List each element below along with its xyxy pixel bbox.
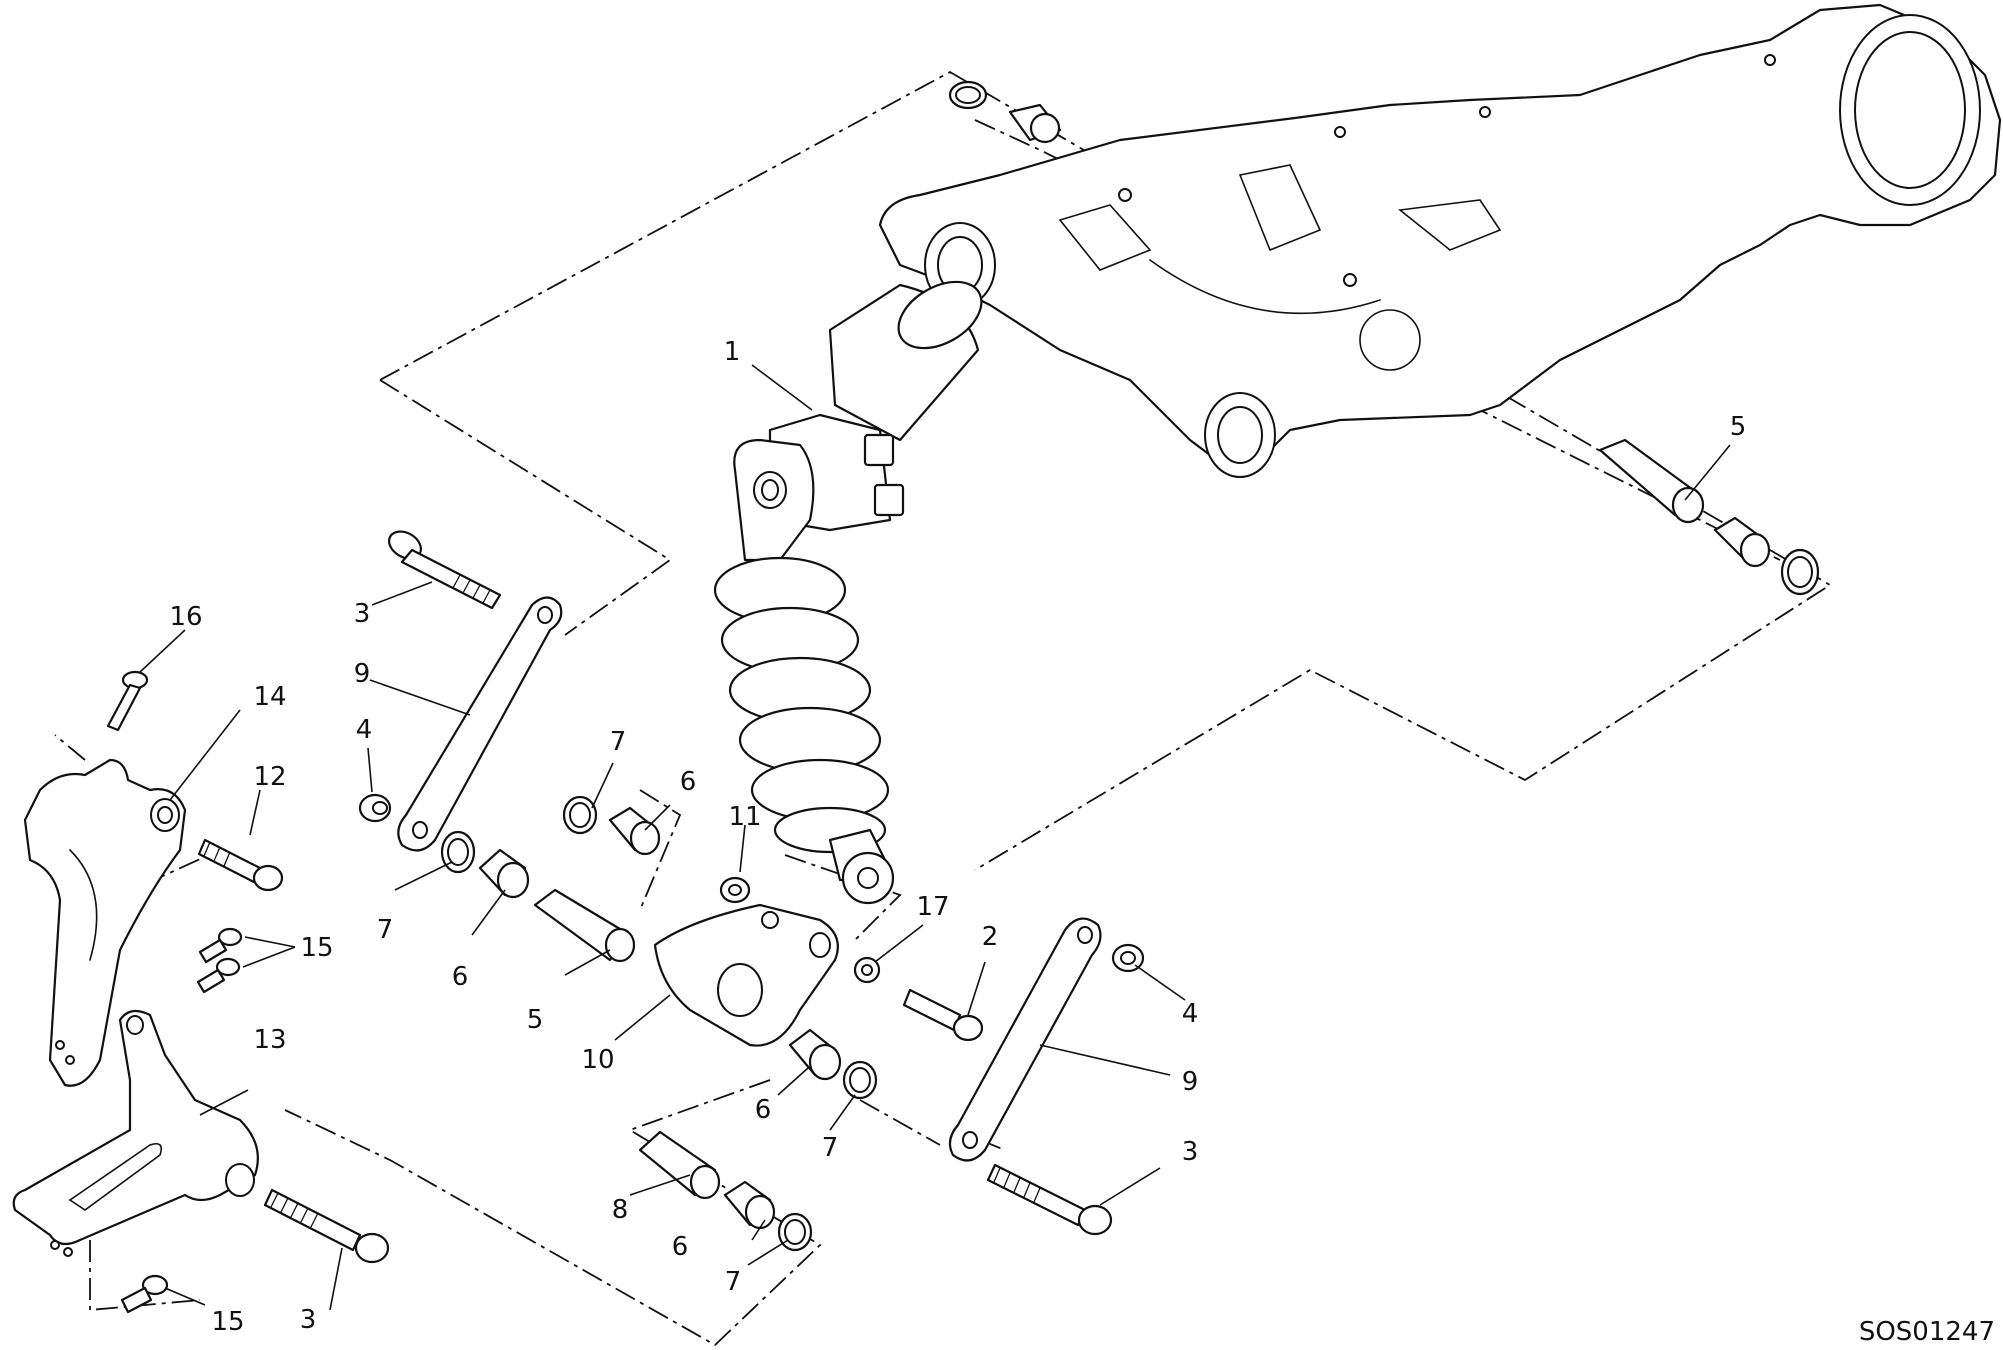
callout-3-right: 3 — [1182, 1137, 1199, 1167]
callout-16: 16 — [169, 602, 202, 632]
callout-5-right: 5 — [1730, 412, 1747, 442]
bushing-right-6 — [1713, 516, 1771, 568]
callout-12: 12 — [253, 762, 286, 792]
link-9-right — [948, 917, 1102, 1162]
bolt-15-lower — [196, 957, 241, 994]
spacer-right-5 — [1598, 438, 1705, 524]
callout-6-mid: 6 — [755, 1095, 772, 1125]
callout-3-top: 3 — [354, 599, 371, 629]
callout-7-bottom: 7 — [725, 1267, 742, 1297]
callout-17: 17 — [916, 892, 949, 922]
callout-13: 13 — [253, 1025, 286, 1055]
ring-7-mid — [842, 1060, 878, 1100]
spacer-5-left — [533, 888, 636, 963]
swingarm-bushing-top — [1008, 103, 1062, 144]
figure-code: SOS01247 — [1859, 1317, 1995, 1347]
callout-14: 14 — [253, 682, 286, 712]
link-9-left — [397, 596, 563, 852]
bracket-13 — [12, 1009, 259, 1257]
bushing-6-upper — [608, 806, 661, 856]
callout-9-left: 9 — [354, 659, 371, 689]
callout-2: 2 — [982, 922, 999, 952]
callout-9-right: 9 — [1182, 1067, 1199, 1097]
bushing-6-mid — [788, 1028, 842, 1081]
bolt-3-top — [388, 530, 502, 610]
callout-7-upper: 7 — [610, 727, 627, 757]
bolt-15-upper — [198, 927, 243, 964]
callout-3-bottom: 3 — [300, 1305, 317, 1335]
callout-7-mid: 7 — [822, 1133, 839, 1163]
callout-labels: 1 2 3 3 3 4 4 5 5 6 6 6 6 7 7 7 7 8 9 9 … — [169, 337, 1746, 1337]
bushing-6-left — [478, 848, 530, 899]
bolt-3-right — [986, 1163, 1113, 1236]
callout-6-left: 6 — [452, 962, 469, 992]
bracket-14 — [23, 758, 187, 1087]
bolt-16 — [106, 670, 149, 732]
swingarm — [878, 3, 2002, 478]
callout-6-bottom: 6 — [672, 1232, 689, 1262]
bolt-15-bottom — [120, 1274, 169, 1314]
ring-7-bottom — [777, 1212, 813, 1252]
swingarm-seal-ring-top — [948, 80, 988, 110]
callout-15-upper: 15 — [300, 933, 333, 963]
ring-7-upper — [562, 795, 598, 835]
bushing-6-bottom — [723, 1180, 776, 1230]
callout-1: 1 — [724, 337, 741, 367]
nut-4-left — [358, 793, 392, 823]
bolt-2 — [902, 988, 984, 1042]
bolt-12 — [197, 838, 284, 892]
bolt-3-bottom — [263, 1188, 390, 1264]
callout-7-left: 7 — [377, 915, 394, 945]
leader-lines — [139, 364, 1731, 1311]
ring-7-left — [440, 830, 476, 874]
callout-4-left: 4 — [356, 715, 373, 745]
callout-6-upper: 6 — [680, 767, 697, 797]
callout-5-left: 5 — [527, 1005, 544, 1035]
washer-17 — [853, 956, 881, 984]
callout-15-bottom: 15 — [211, 1307, 244, 1337]
callout-10: 10 — [581, 1045, 614, 1075]
callout-8: 8 — [612, 1195, 629, 1225]
callout-4-right: 4 — [1182, 999, 1199, 1029]
ring-right-7 — [1780, 548, 1820, 596]
shock-absorber — [713, 280, 983, 905]
rocker-10 — [653, 903, 839, 1047]
nut-11 — [719, 876, 751, 904]
callout-11: 11 — [728, 802, 761, 832]
spacer-8 — [638, 1130, 721, 1200]
